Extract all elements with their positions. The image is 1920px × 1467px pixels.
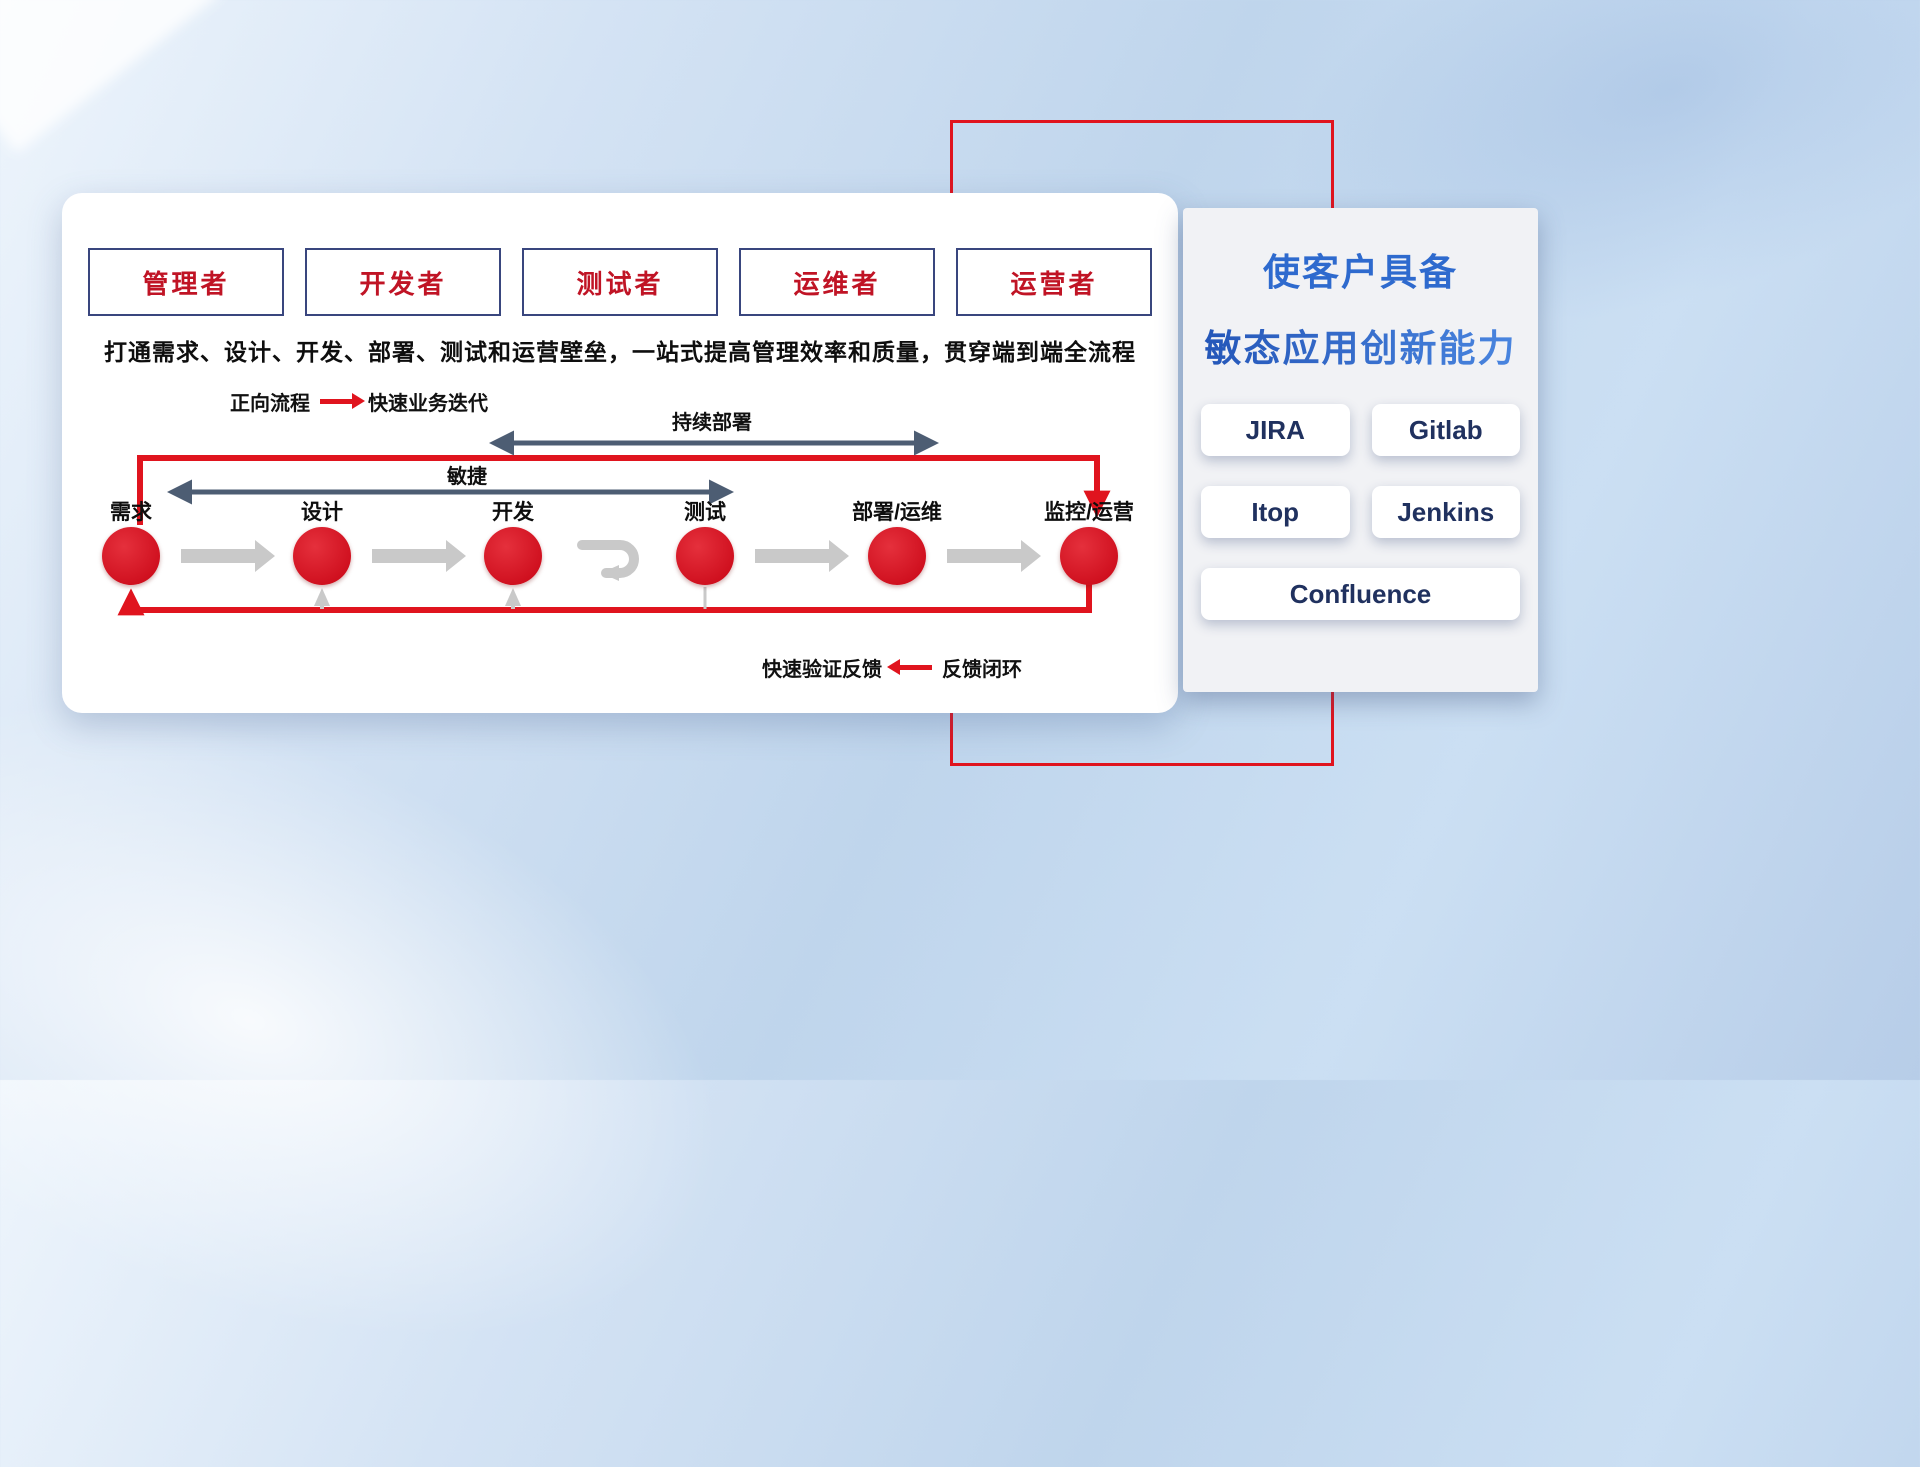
- role-box-ops: 运维者: [739, 248, 935, 316]
- feedback-arrow-icon: [887, 659, 932, 675]
- flow-arrow-1: [181, 540, 275, 572]
- legend-forward: 正向流程 快速业务迭代: [230, 387, 488, 416]
- legend-feedback-desc: 快速验证反馈: [762, 659, 882, 681]
- iteration-loop-icon: [577, 540, 639, 581]
- tool-chip-jenkins: Jenkins: [1371, 486, 1520, 538]
- flow-arrow-4: [755, 540, 849, 572]
- stage-node-icon: [293, 527, 351, 585]
- role-label: 运营者: [1010, 268, 1098, 299]
- legend-feedback-label: 反馈闭环: [942, 659, 1022, 681]
- stage-node-icon: [1060, 527, 1118, 585]
- stage-design: 设计: [252, 499, 392, 585]
- stage-label: 监控/运营: [1044, 501, 1134, 524]
- devops-flow-card: 管理者 开发者 测试者 运维者 运营者 打通需求、设计、开发、部署、测试和运营壁…: [62, 193, 1178, 713]
- corner-highlight: [0, 0, 222, 154]
- role-box-tester: 测试者: [522, 248, 718, 316]
- tool-chip-confluence: Confluence: [1201, 568, 1520, 620]
- legend-forward-label: 正向流程: [230, 393, 310, 415]
- roles-row: 管理者 开发者 测试者 运维者 运营者: [62, 248, 1178, 316]
- role-label: 管理者: [142, 268, 230, 299]
- capability-panel: 使客户具备 敏态应用创新能力 JIRA Gitlab Itop Jenkins …: [1183, 208, 1538, 692]
- stage-node-icon: [484, 527, 542, 585]
- tool-chip-gitlab: Gitlab: [1371, 404, 1520, 456]
- stage-node-icon: [868, 527, 926, 585]
- role-box-developer: 开发者: [305, 248, 501, 316]
- panel-title-line2: 敏态应用创新能力: [1199, 318, 1522, 372]
- feedback-loop-line: [117, 583, 1092, 616]
- flow-arrow-2: [372, 540, 466, 572]
- role-label: 测试者: [576, 268, 664, 299]
- stage-label: 测试: [684, 501, 726, 524]
- stage-label: 部署/运维: [852, 501, 942, 524]
- continuous-deploy-label: 持续部署: [672, 412, 752, 434]
- role-label: 开发者: [359, 268, 447, 299]
- stage-deploy-ops: 部署/运维: [827, 499, 967, 585]
- panel-title-line1: 使客户具备: [1263, 252, 1458, 293]
- tool-chip-itop: Itop: [1201, 486, 1350, 538]
- tool-chip-jira: JIRA: [1201, 404, 1350, 456]
- flow-arrow-5: [947, 540, 1041, 572]
- flow-subtitle: 打通需求、设计、开发、部署、测试和运营壁垒，一站式提高管理效率和质量，贯穿端到端…: [104, 339, 1136, 365]
- stage-label: 开发: [492, 501, 534, 524]
- flow-diagram-arrows: [117, 430, 1111, 616]
- legend-feedback: 快速验证反馈 反馈闭环: [762, 653, 1022, 682]
- tool-grid: JIRA Gitlab Itop Jenkins Confluence: [1199, 404, 1522, 620]
- stage-develop: 开发: [443, 499, 583, 585]
- legend-forward-desc: 快速业务迭代: [368, 393, 488, 415]
- stage-test: 测试: [635, 499, 775, 585]
- role-box-operator: 运营者: [956, 248, 1152, 316]
- stage-monitor-operate: 监控/运营: [1019, 499, 1159, 585]
- stage-node-icon: [676, 527, 734, 585]
- stage-requirements: 需求: [61, 499, 201, 585]
- role-box-manager: 管理者: [88, 248, 284, 316]
- stage-node-icon: [102, 527, 160, 585]
- forward-arrow-icon: [320, 393, 365, 409]
- forward-loop-line: [137, 455, 1111, 525]
- stage-label: 设计: [301, 501, 343, 524]
- stage-label: 需求: [110, 501, 152, 524]
- role-label: 运维者: [793, 268, 881, 299]
